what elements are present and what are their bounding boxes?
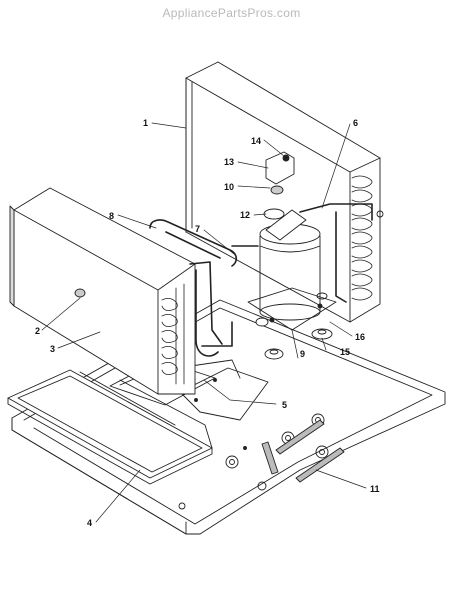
callout-14: 14 — [251, 136, 261, 146]
callout-11: 11 — [370, 484, 380, 494]
leader-lines — [41, 122, 367, 523]
callout-8: 8 — [109, 211, 114, 221]
callout-4: 4 — [87, 518, 92, 528]
terminal-parts — [263, 151, 295, 220]
evaporator-coil — [9, 187, 196, 395]
callout-13: 13 — [224, 157, 234, 167]
callout-9: 9 — [300, 349, 305, 359]
callout-6: 6 — [353, 118, 358, 128]
refrigerant-tubing — [149, 203, 373, 357]
callout-7: 7 — [195, 224, 200, 234]
callout-2: 2 — [35, 326, 40, 336]
watermark: AppliancePartsPros.com — [162, 6, 301, 20]
callout-3: 3 — [50, 344, 55, 354]
drain-tray — [7, 369, 213, 485]
callout-12: 12 — [240, 210, 250, 220]
callout-labels: 1 2 3 4 5 6 7 8 9 10 11 12 13 14 15 16 — [35, 118, 380, 528]
callout-5: 5 — [282, 400, 287, 410]
grommets — [255, 292, 333, 360]
callout-10: 10 — [224, 182, 234, 192]
callout-15: 15 — [340, 347, 350, 357]
callout-16: 16 — [355, 332, 365, 342]
compressor — [247, 209, 337, 331]
condenser-coil — [185, 61, 384, 323]
callout-1: 1 — [143, 118, 148, 128]
